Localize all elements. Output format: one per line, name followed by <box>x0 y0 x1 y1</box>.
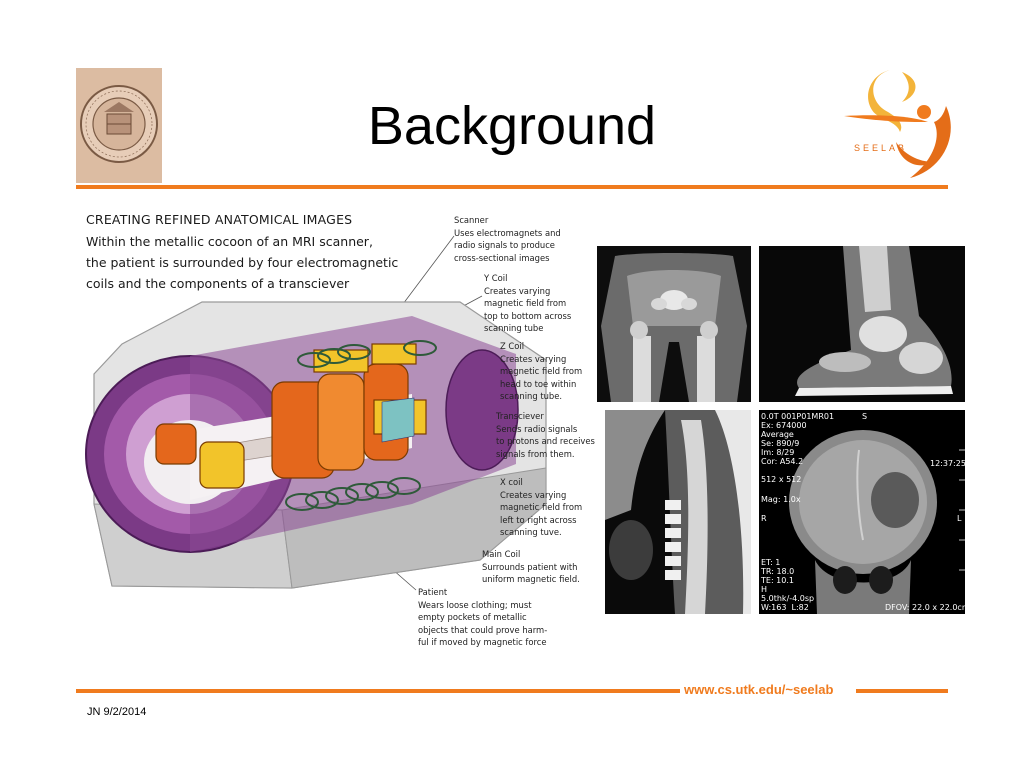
mri-overlay-bottom-right: DFOV: 22.0 x 22.0cm <box>885 603 970 612</box>
diagram-label-title: Z Coil <box>500 341 525 351</box>
mri-image-pelvis-coronal <box>597 246 751 402</box>
footer-date: JN 9/2/2014 <box>87 706 147 718</box>
mri-overlay-time: 12:37:25 <box>930 459 966 468</box>
mri-image-ankle-sagittal <box>759 246 965 402</box>
diagram-label-text: Uses electromagnets and radio signals to… <box>454 227 561 263</box>
mri-overlay-matrix: 512 x 512 <box>761 475 802 484</box>
diagram-label-text: Sends radio signals to protons and recei… <box>496 423 595 459</box>
diagram-label-scanner: Scanner Uses electromagnets and radio si… <box>454 214 561 264</box>
diagram-label-title: Main Coil <box>482 549 521 559</box>
diagram-label-text: Wears loose clothing; must empty pockets… <box>418 599 548 648</box>
mri-overlay-bottom-left: ET: 1 TR: 18.0 TE: 10.1 H 5.0thk/-4.0sp … <box>761 558 815 612</box>
diagram-label-title: X coil <box>500 477 523 487</box>
mri-scanner-illustration <box>85 235 547 591</box>
header-rule <box>76 185 948 189</box>
diagram-label-main-coil: Main Coil Surrounds patient with uniform… <box>482 548 580 586</box>
diagram-label-text: Surrounds patient with uniform magnetic … <box>482 561 580 585</box>
seelab-logo-text: SEELAB <box>854 143 908 153</box>
diagram-label-title: Scanner <box>454 215 489 225</box>
diagram-caption-heading: CREATING REFINED ANATOMICAL IMAGES <box>86 212 353 227</box>
diagram-label-title: Y Coil <box>484 273 508 283</box>
diagram-label-text: Creates varying magnetic field from left… <box>500 489 583 538</box>
diagram-label-x-coil: X coil Creates varying magnetic field fr… <box>500 476 582 539</box>
slide-title: Background <box>367 96 657 156</box>
mri-image-brain-coronal: 0.0T 001P01MR01 Ex: 674000 Average Se: 8… <box>759 410 970 614</box>
diagram-label-title: Transciever <box>496 411 544 421</box>
mri-scanner-diagram: CREATING REFINED ANATOMICAL IMAGES Withi… <box>82 204 604 670</box>
mri-overlay-mag: Mag: 1.0x <box>761 495 801 504</box>
mri-image-cervical-spine-sagittal <box>605 410 751 614</box>
diagram-caption-line: coils and the components of a transcieve… <box>86 276 350 291</box>
mri-overlay-right-marker: L <box>957 514 962 523</box>
diagram-caption-line: Within the metallic cocoon of an MRI sca… <box>86 234 373 249</box>
footer-rule-left <box>76 689 680 693</box>
footer-url-link[interactable]: www.cs.utk.edu/~seelab <box>684 682 834 697</box>
diagram-label-z-coil: Z Coil Creates varying magnetic field fr… <box>500 340 582 403</box>
mri-overlay-top-left: 0.0T 001P01MR01 Ex: 674000 Average Se: 8… <box>761 412 835 466</box>
university-seal-logo <box>76 68 162 183</box>
diagram-caption-line: the patient is surrounded by four electr… <box>86 255 399 270</box>
mri-overlay-top-right: S <box>862 412 868 421</box>
diagram-label-y-coil: Y Coil Creates varying magnetic field fr… <box>484 272 571 335</box>
footer-rule-right <box>856 689 948 693</box>
diagram-label-text: Creates varying magnetic field from top … <box>484 285 572 334</box>
mri-overlay-left-marker: R <box>761 514 767 523</box>
diagram-label-title: Patient <box>418 587 448 597</box>
diagram-label-patient: Patient Wears loose clothing; must empty… <box>418 586 547 649</box>
diagram-label-text: Creates varying magnetic field from head… <box>500 353 583 402</box>
seelab-logo: SEELAB <box>838 66 956 184</box>
diagram-label-transciever: Transciever Sends radio signals to proto… <box>496 410 595 460</box>
